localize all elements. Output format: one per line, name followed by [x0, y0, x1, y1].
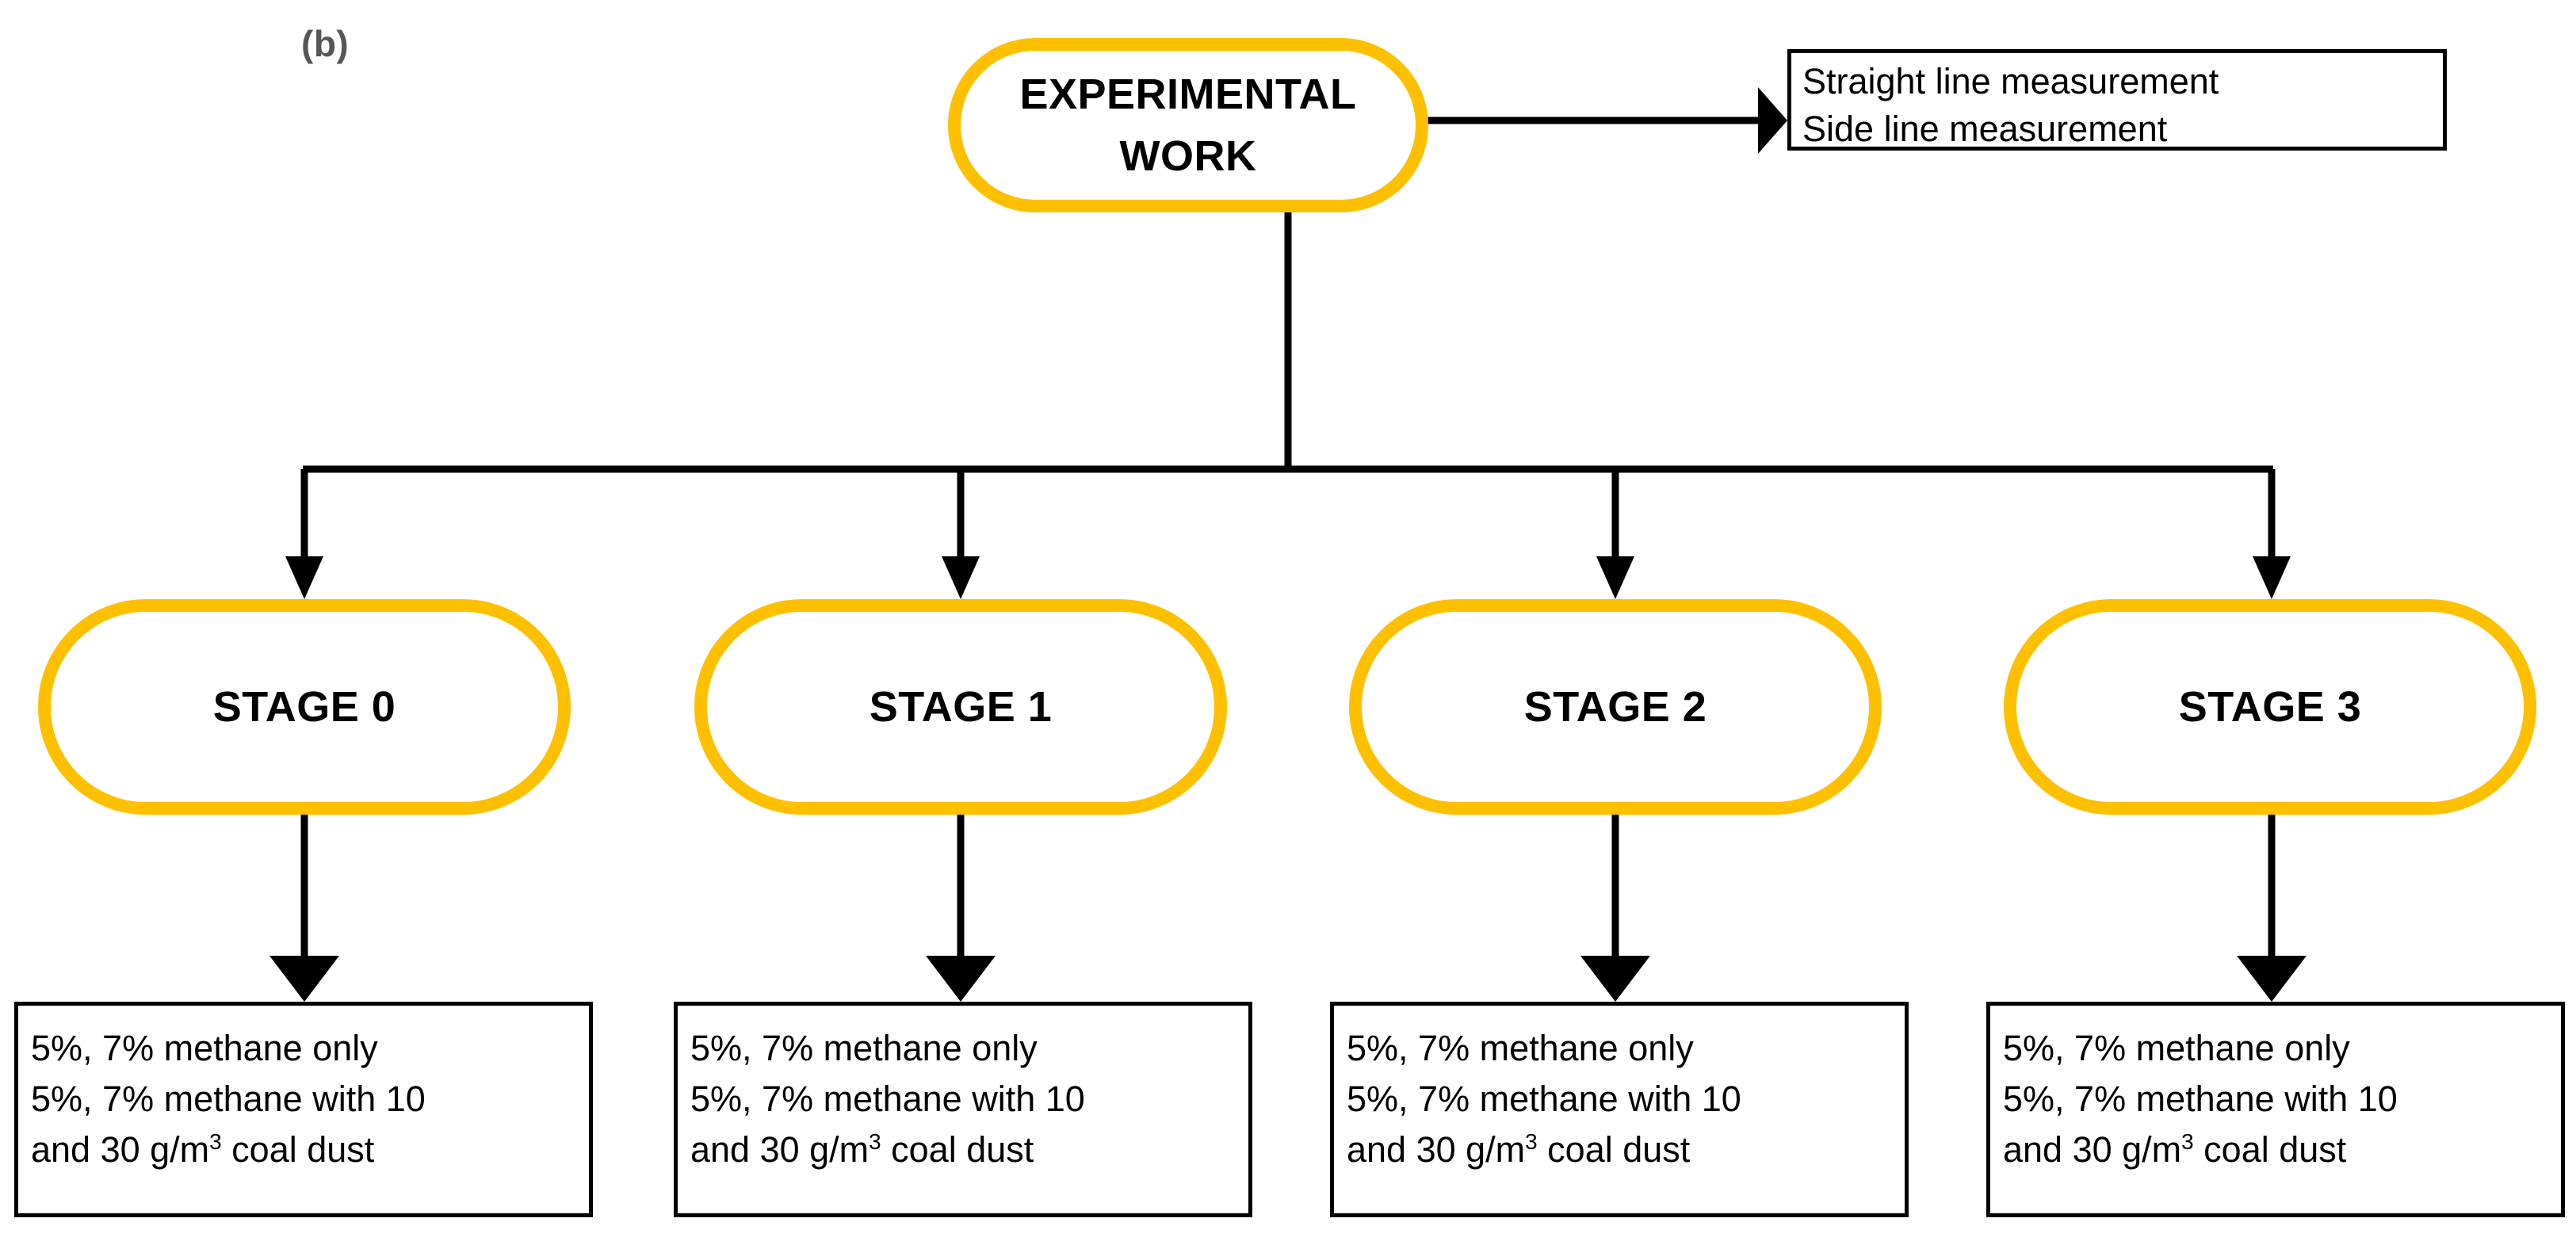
node-experimental-work[interactable]: EXPERIMENTAL WORK — [948, 38, 1428, 212]
node-stage-1[interactable]: STAGE 1 — [694, 599, 1227, 815]
detail-1-line-2: 5%, 7% methane with 10 — [690, 1078, 1085, 1119]
detail-box-stage-0[interactable]: 5%, 7% methane only 5%, 7% methane with … — [14, 1002, 593, 1217]
detail-1-line-3-pre: and 30 g/m — [690, 1129, 869, 1170]
connector-bus-to-stage-0 — [285, 469, 323, 599]
connector-bus-to-stage-1 — [942, 469, 980, 599]
detail-3-line-3: and 30 g/m3 coal dust — [2003, 1125, 2548, 1175]
detail-2-line-3-post: coal dust — [1537, 1129, 1691, 1170]
detail-0-line-3-pre: and 30 g/m — [31, 1129, 210, 1170]
measurement-box[interactable]: Straight line measurement Side line meas… — [1787, 49, 2447, 151]
connector-stage-1-to-detail-1 — [926, 813, 996, 1002]
node-stage-0-label: STAGE 0 — [212, 683, 396, 731]
node-stage-0[interactable]: STAGE 0 — [38, 599, 571, 815]
detail-2-line-3-sup: 3 — [1525, 1129, 1538, 1154]
node-experimental-work-line1: EXPERIMENTAL — [1019, 70, 1357, 118]
detail-0-line-3-post: coal dust — [221, 1129, 375, 1170]
detail-2-line-3: and 30 g/m3 coal dust — [1347, 1125, 1892, 1175]
detail-3-line-3-sup: 3 — [2181, 1129, 2194, 1154]
detail-3-line-1: 5%, 7% methane only — [2003, 1028, 2350, 1068]
node-stage-3-label: STAGE 3 — [2178, 683, 2362, 731]
connector-root-trunk — [303, 212, 2273, 473]
detail-1-line-3: and 30 g/m3 coal dust — [690, 1125, 1236, 1175]
detail-2-line-3-pre: and 30 g/m — [1347, 1129, 1526, 1170]
detail-box-stage-3[interactable]: 5%, 7% methane only 5%, 7% methane with … — [1986, 1002, 2565, 1217]
connector-bus-to-stage-2 — [1596, 469, 1634, 599]
detail-2-line-1: 5%, 7% methane only — [1347, 1028, 1694, 1068]
detail-1-line-1: 5%, 7% methane only — [690, 1028, 1038, 1068]
measurement-line-straight: Straight line measurement — [1802, 61, 2219, 101]
detail-box-stage-2[interactable]: 5%, 7% methane only 5%, 7% methane with … — [1330, 1002, 1909, 1217]
connector-stage-3-to-detail-3 — [2237, 813, 2307, 1002]
connector-stage-0-to-detail-0 — [269, 813, 339, 1002]
detail-3-line-2: 5%, 7% methane with 10 — [2003, 1078, 2398, 1119]
detail-1-line-3-sup: 3 — [869, 1129, 881, 1154]
measurement-line-side: Side line measurement — [1802, 108, 2168, 149]
detail-box-stage-1[interactable]: 5%, 7% methane only 5%, 7% methane with … — [674, 1002, 1252, 1217]
connector-stage-2-to-detail-2 — [1580, 813, 1650, 1002]
node-stage-1-label: STAGE 1 — [869, 683, 1053, 731]
detail-0-line-3-sup: 3 — [209, 1129, 222, 1154]
connector-bus-to-stage-3 — [2253, 469, 2291, 599]
detail-0-line-1: 5%, 7% methane only — [31, 1028, 378, 1068]
detail-0-line-2: 5%, 7% methane with 10 — [31, 1078, 426, 1119]
detail-0-line-3: and 30 g/m3 coal dust — [31, 1125, 576, 1175]
detail-3-line-3-pre: and 30 g/m — [2003, 1129, 2182, 1170]
panel-label: (b) — [301, 23, 350, 64]
connector-root-to-measurement — [1427, 87, 1787, 154]
detail-1-line-3-post: coal dust — [881, 1129, 1034, 1170]
node-experimental-work-line2: WORK — [1119, 132, 1257, 180]
node-stage-2-label: STAGE 2 — [1523, 683, 1707, 731]
node-stage-2[interactable]: STAGE 2 — [1349, 599, 1882, 815]
detail-2-line-2: 5%, 7% methane with 10 — [1347, 1078, 1741, 1119]
node-stage-3[interactable]: STAGE 3 — [2004, 599, 2536, 815]
detail-3-line-3-post: coal dust — [2193, 1129, 2347, 1170]
